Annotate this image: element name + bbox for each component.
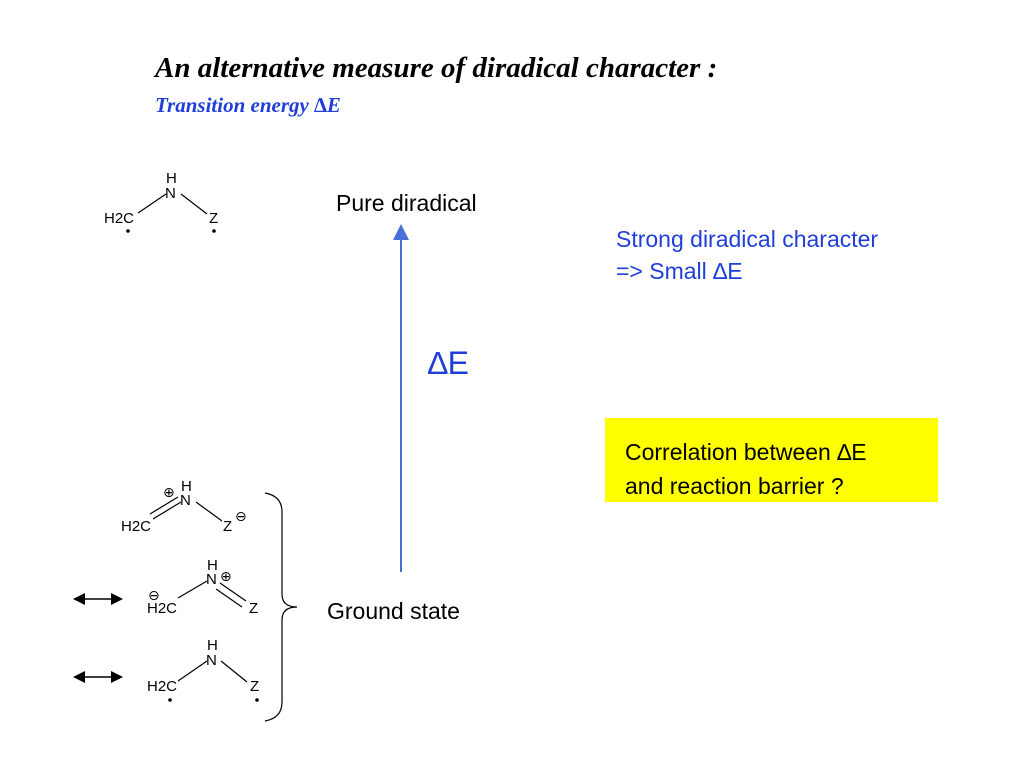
struct3-h2c: H2C [147, 600, 177, 617]
note-line-2: => Small ∆E [616, 258, 743, 284]
diradical-structure: H N H2C Z [104, 170, 218, 233]
struct1-h2c: H2C [104, 210, 134, 227]
radical-dot [255, 698, 259, 702]
diradical-note: Strong diradical character => Small ∆E [616, 223, 878, 287]
transition-energy-label: ∆E [428, 345, 469, 381]
struct2-z: Z [223, 518, 232, 535]
radical-dot [126, 229, 130, 233]
callout-line-1: Correlation between ∆E [625, 439, 867, 465]
radical-dot [168, 698, 172, 702]
struct2-h: H [181, 478, 192, 495]
struct1-n: N [165, 185, 176, 202]
struct3-h: H [207, 557, 218, 574]
struct4-h: H [207, 637, 218, 654]
slide-title: An alternative measure of diradical char… [155, 52, 718, 84]
minus-charge: ⊖ [148, 587, 160, 603]
radical-dot [212, 229, 216, 233]
callout-line-2: and reaction barrier ? [625, 473, 844, 499]
struct1-h: H [166, 170, 177, 187]
zwitterion-structure-1: H N ⊕ H2C Z ⊖ [121, 478, 247, 535]
plus-charge: ⊕ [220, 568, 232, 584]
ground-state-label: Ground state [327, 598, 460, 624]
note-line-1: Strong diradical character [616, 226, 879, 252]
struct2-n: N [180, 492, 191, 509]
struct4-h2c: H2C [147, 678, 177, 695]
struct2-h2c: H2C [121, 518, 151, 535]
struct3-z: Z [249, 600, 258, 617]
pure-diradical-label: Pure diradical [336, 190, 477, 216]
zwitterion-structure-2: H N ⊕ ⊖ H2C Z [147, 557, 258, 617]
resonance-brace [264, 492, 298, 722]
struct4-z: Z [250, 678, 259, 695]
struct3-n: N [206, 571, 217, 588]
minus-charge: ⊖ [235, 508, 247, 524]
struct1-z: Z [209, 210, 218, 227]
struct4-n: N [206, 652, 217, 669]
diradical-structure-bottom: H N H2C Z [147, 637, 259, 702]
plus-charge: ⊕ [163, 484, 175, 500]
correlation-callout: Correlation between ∆E and reaction barr… [605, 418, 938, 502]
slide-subtitle: Transition energy ∆E [155, 93, 341, 117]
